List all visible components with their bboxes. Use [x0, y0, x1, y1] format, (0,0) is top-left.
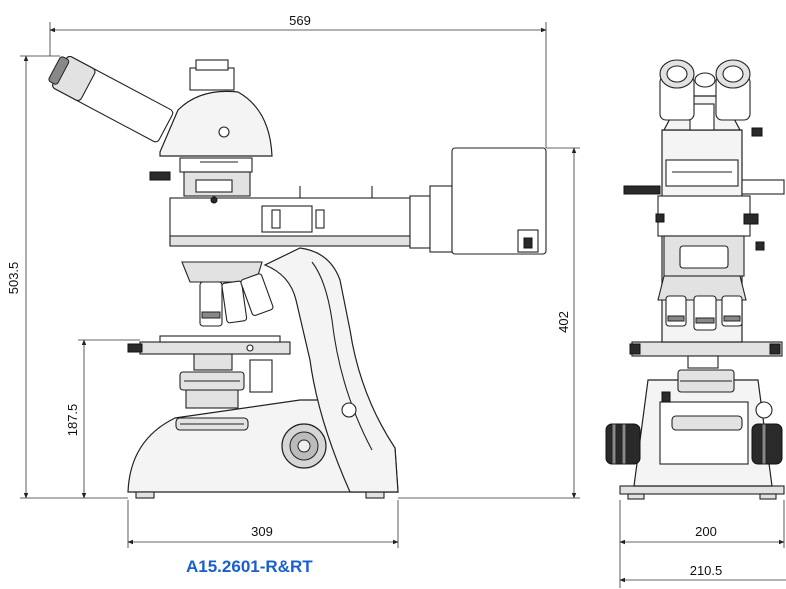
- dim-front-width-outer: 210.5: [690, 563, 723, 578]
- dim-stage-height: 187.5: [65, 404, 80, 437]
- model-label: A15.2601-R&RT: [186, 557, 313, 576]
- dim-column-height: 402: [556, 311, 571, 333]
- side-view: [48, 55, 547, 499]
- dim-overall-width: 569: [289, 13, 311, 28]
- dim-front-width-inner: 200: [695, 524, 717, 539]
- dim-overall-height: 503.5: [6, 262, 21, 295]
- front-view: [605, 59, 785, 500]
- side-dimension-lines: 569 503.5 402 187.5 309: [6, 13, 580, 548]
- front-dimension-lines: 200 210.5: [619, 500, 786, 588]
- dim-base-width: 309: [251, 524, 273, 539]
